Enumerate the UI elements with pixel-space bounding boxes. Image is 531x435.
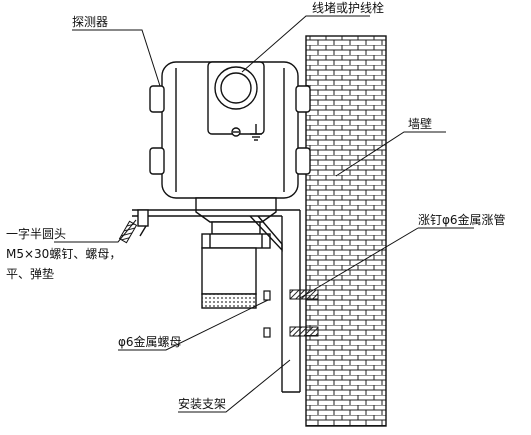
sensor-head — [201, 247, 257, 309]
label-anchor: 涨钉φ6金属涨管 — [418, 212, 506, 227]
label-wall: 墙壁 — [408, 116, 432, 131]
label-nut: φ6金属螺母 — [118, 334, 182, 349]
brick-wall — [305, 35, 387, 427]
wall-anchor — [289, 289, 319, 337]
leader-lines — [54, 15, 474, 413]
metal-nut — [263, 290, 271, 338]
mounting-bracket — [132, 209, 301, 393]
detector-housing — [149, 61, 311, 199]
label-plug: 线堵或护线栓 — [312, 0, 384, 15]
label-bracket: 安装支架 — [178, 396, 226, 411]
label-screw-line3: 平、弹垫 — [6, 266, 54, 281]
label-detector: 探测器 — [72, 15, 108, 29]
label-screw-line2: M5×30螺钉、螺母， — [6, 247, 121, 261]
side-screw — [118, 220, 138, 244]
label-screw-line1: 一字半圆头 — [6, 226, 66, 241]
